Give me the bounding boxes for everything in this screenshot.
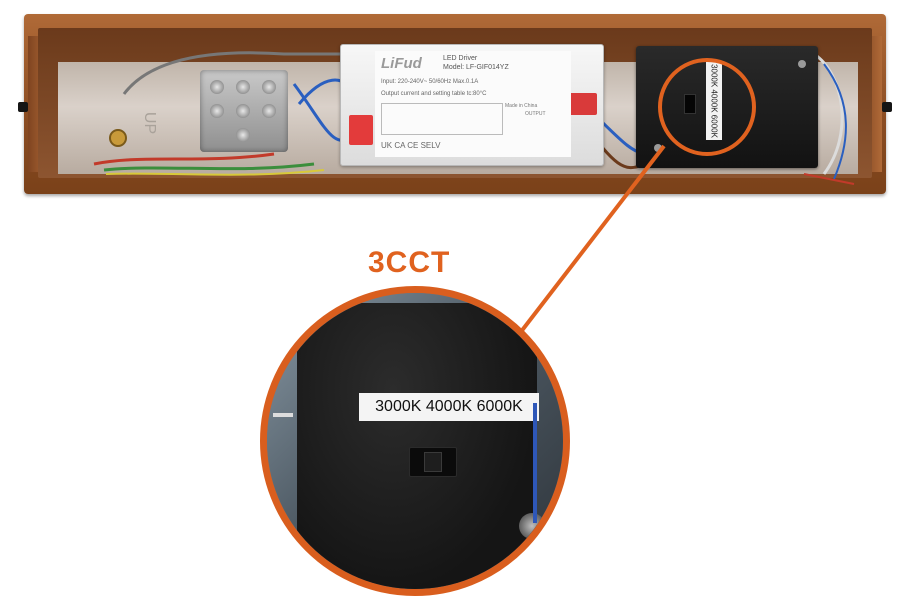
terminal-screw — [236, 128, 250, 142]
driver-label: LiFud LED Driver Model: LF-GIF014YZ Inpu… — [375, 51, 571, 157]
driver-output-heading: OUTPUT — [525, 111, 546, 117]
terminal-screw — [262, 80, 276, 94]
cct-label-zoom: 3000K 4000K 6000K — [359, 393, 539, 421]
led-driver: LiFud LED Driver Model: LF-GIF014YZ Inpu… — [340, 44, 604, 166]
zoom-wire-blue — [533, 403, 537, 523]
zoom-switch-box: 3000K 4000K 6000K — [297, 303, 545, 589]
driver-input-spec: Input: 220-240V~ 50/60Hz Max.0.1A — [381, 79, 479, 85]
box-screw — [798, 60, 806, 68]
left-mount-knob — [18, 102, 28, 112]
driver-brand: LiFud — [381, 55, 422, 72]
terminal-screw — [236, 104, 250, 118]
terminal-screw — [236, 80, 250, 94]
wiring — [93, 51, 855, 185]
driver-origin: Made in China — [505, 103, 538, 109]
zoom-box-screw — [519, 513, 545, 539]
terminal-screw — [210, 104, 224, 118]
zoom-wire-white — [273, 413, 293, 417]
box-screw — [654, 144, 662, 152]
right-mount-knob — [882, 102, 892, 112]
cct-caption: 3CCT — [368, 246, 451, 279]
zoom-selector-switch — [409, 447, 457, 477]
driver-setting-table — [381, 103, 503, 135]
terminal-block — [200, 70, 288, 152]
cct-label-zoom-text: 3000K 4000K 6000K — [375, 398, 523, 415]
zoom-detail-circle: 3000K 4000K 6000K — [260, 286, 570, 596]
terminal-screw — [262, 104, 276, 118]
terminal-screw — [210, 80, 224, 94]
driver-model: Model: LF-GIF014YZ — [443, 64, 509, 71]
driver-input-terminal — [349, 115, 373, 145]
driver-output-terminal — [569, 93, 597, 115]
zoom-switch-knob — [424, 452, 442, 472]
driver-output-spec: Output current and setting table tc:80°C — [381, 91, 487, 97]
callout-circle-small — [658, 58, 756, 156]
driver-certification-marks: UK CA CE SELV — [381, 141, 441, 150]
driver-title: LED Driver — [443, 55, 478, 62]
